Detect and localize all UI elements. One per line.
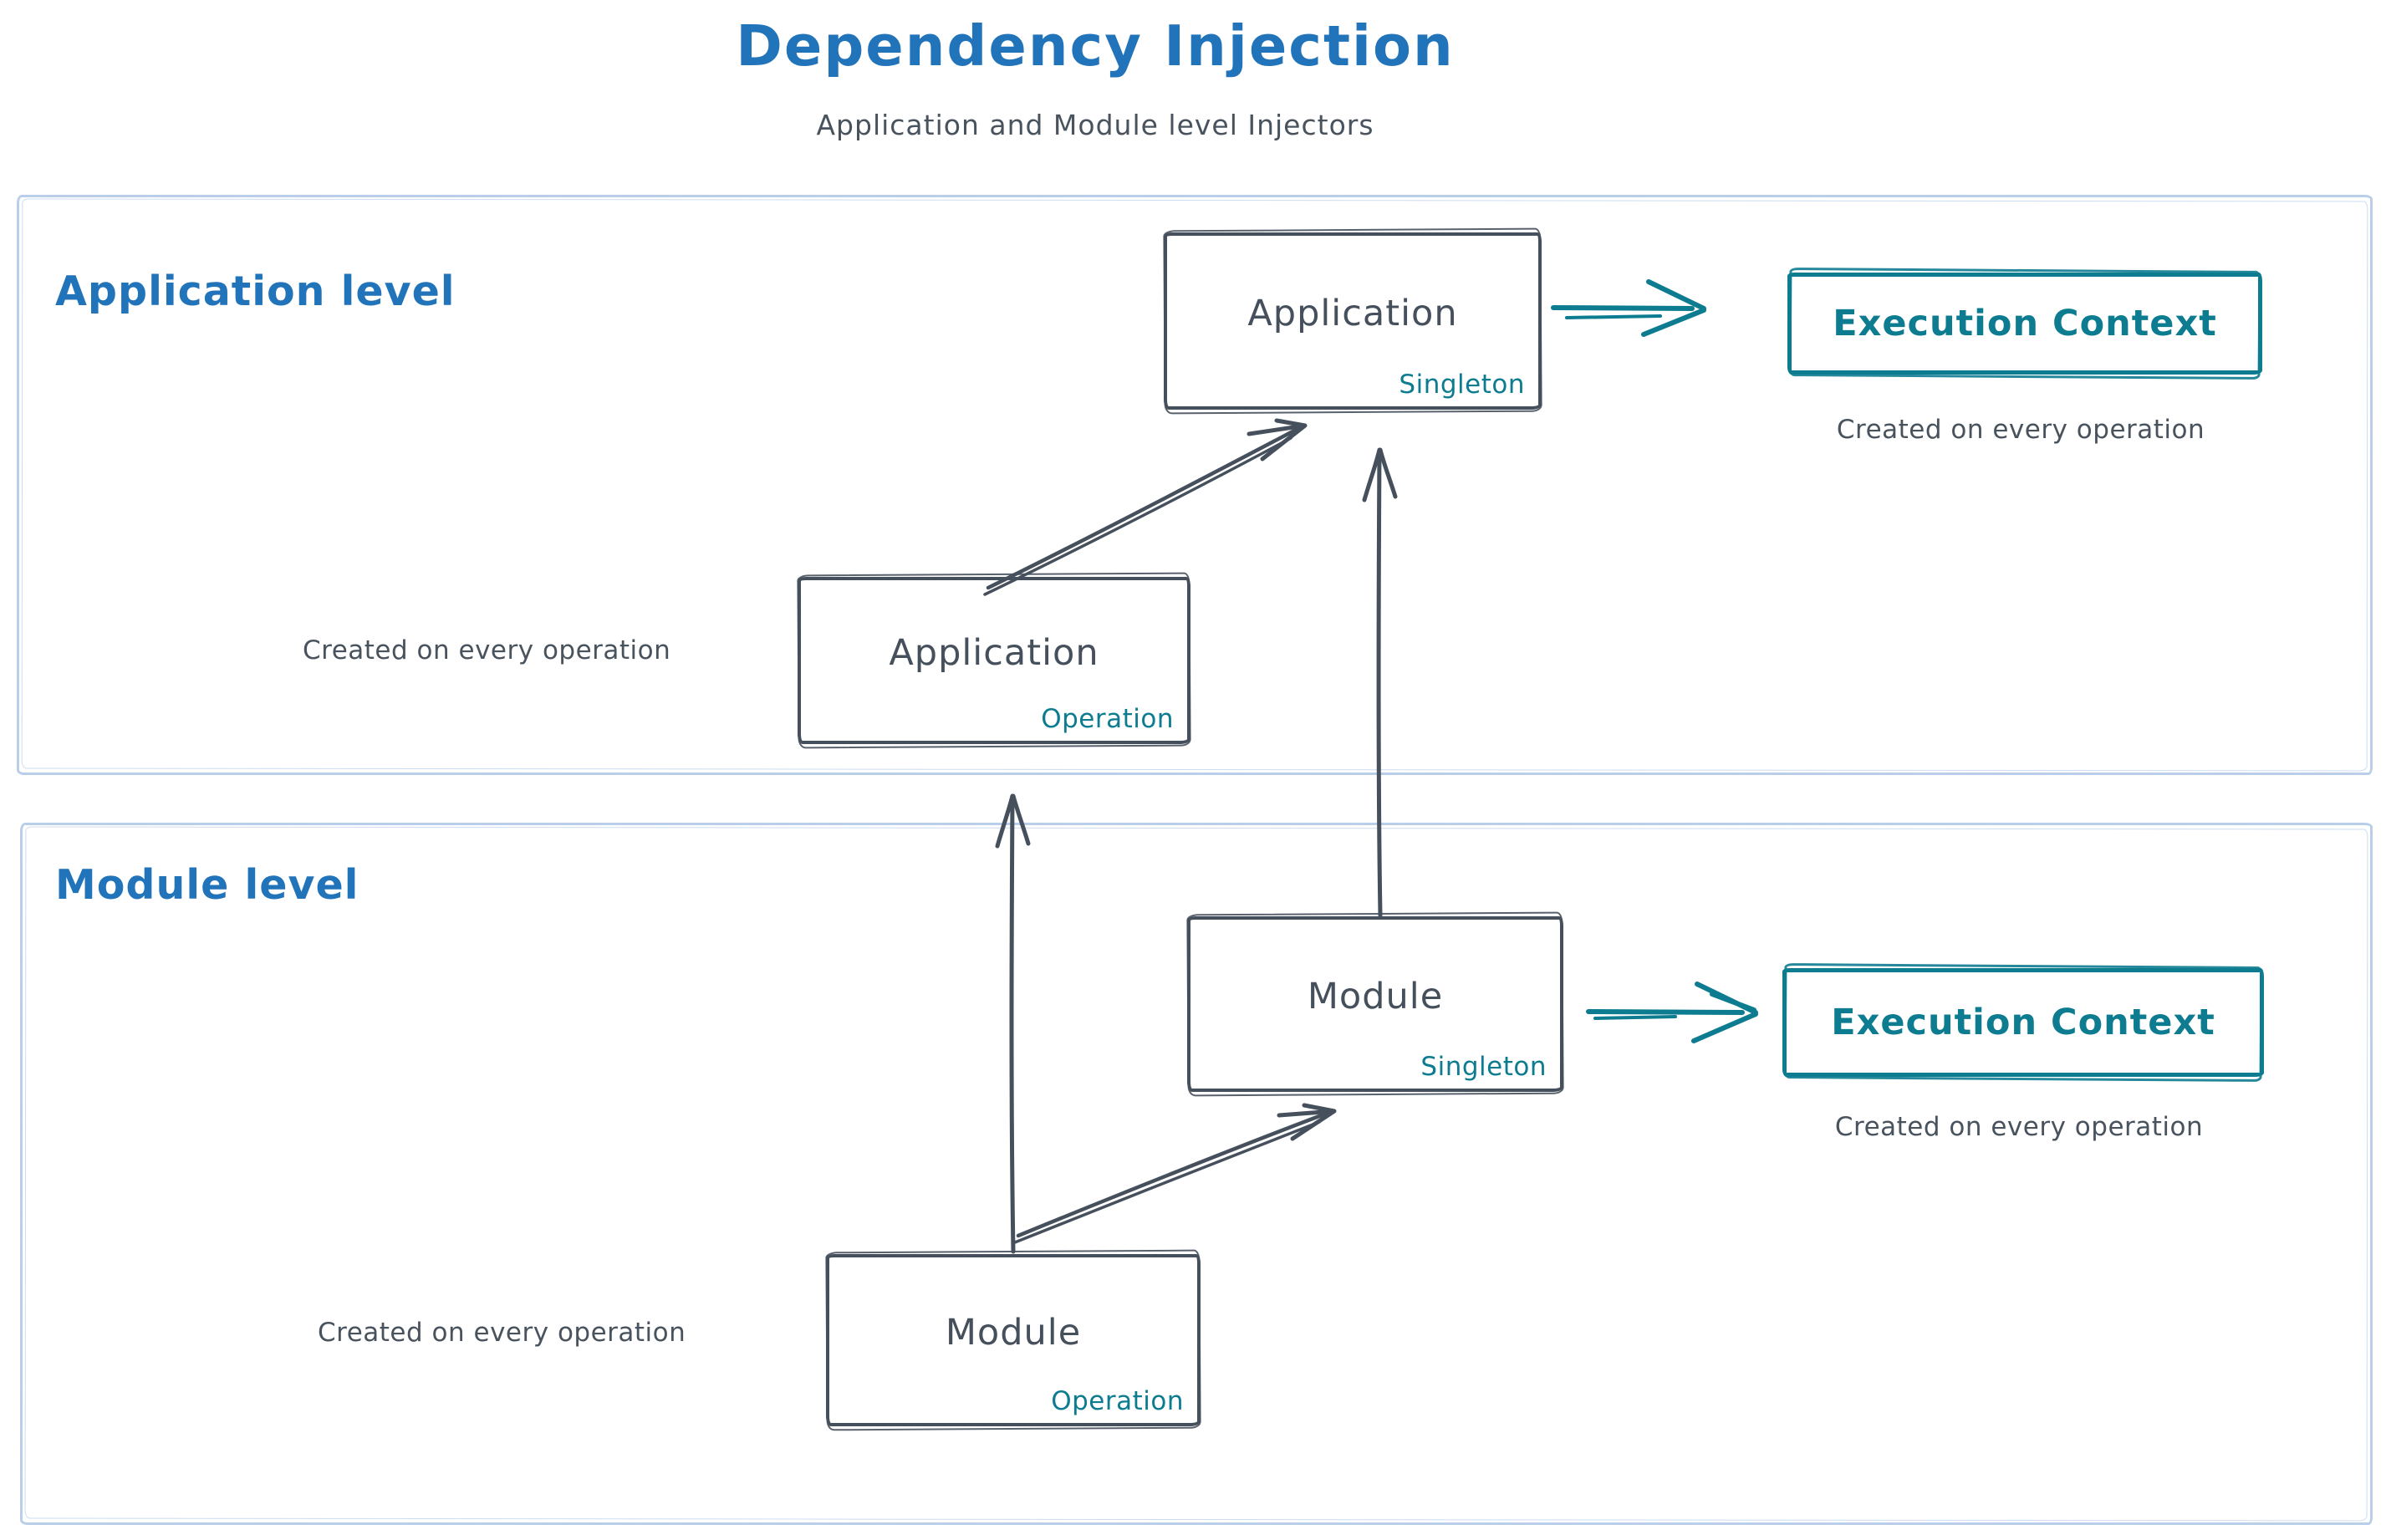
application-execution-context-caption: Created on every operation xyxy=(1836,415,2205,445)
application-operation-box: Application Operation xyxy=(798,577,1190,744)
module-singleton-box: Module Singleton xyxy=(1187,916,1563,1092)
application-execution-context-label: Execution Context xyxy=(1833,303,2217,344)
module-operation-scope-label: Operation xyxy=(1051,1386,1184,1416)
module-execution-context-label: Execution Context xyxy=(1831,1002,2215,1043)
module-operation-box: Module Operation xyxy=(826,1254,1201,1426)
application-execution-context-box: Execution Context xyxy=(1787,273,2262,375)
module-level-label: Module level xyxy=(55,861,359,909)
diagram-subtitle: Application and Module level Injectors xyxy=(816,109,1374,141)
application-operation-caption: Created on every operation xyxy=(303,635,671,665)
application-operation-title: Application xyxy=(889,632,1099,674)
application-level-label: Application level xyxy=(55,268,456,315)
application-singleton-scope-label: Singleton xyxy=(1399,370,1525,400)
module-execution-context-caption: Created on every operation xyxy=(1834,1112,2204,1142)
application-operation-scope-label: Operation xyxy=(1041,704,1174,734)
application-singleton-title: Application xyxy=(1247,293,1458,334)
diagram-title: Dependency Injection xyxy=(736,13,1455,79)
module-singleton-scope-label: Singleton xyxy=(1420,1052,1547,1082)
application-singleton-box: Application Singleton xyxy=(1164,232,1542,410)
module-execution-context-box: Execution Context xyxy=(1782,968,2264,1077)
module-level-section xyxy=(20,823,2373,1525)
module-singleton-title: Module xyxy=(1307,976,1444,1017)
module-operation-caption: Created on every operation xyxy=(318,1318,686,1348)
module-operation-title: Module xyxy=(945,1312,1082,1354)
application-level-section xyxy=(17,195,2373,775)
